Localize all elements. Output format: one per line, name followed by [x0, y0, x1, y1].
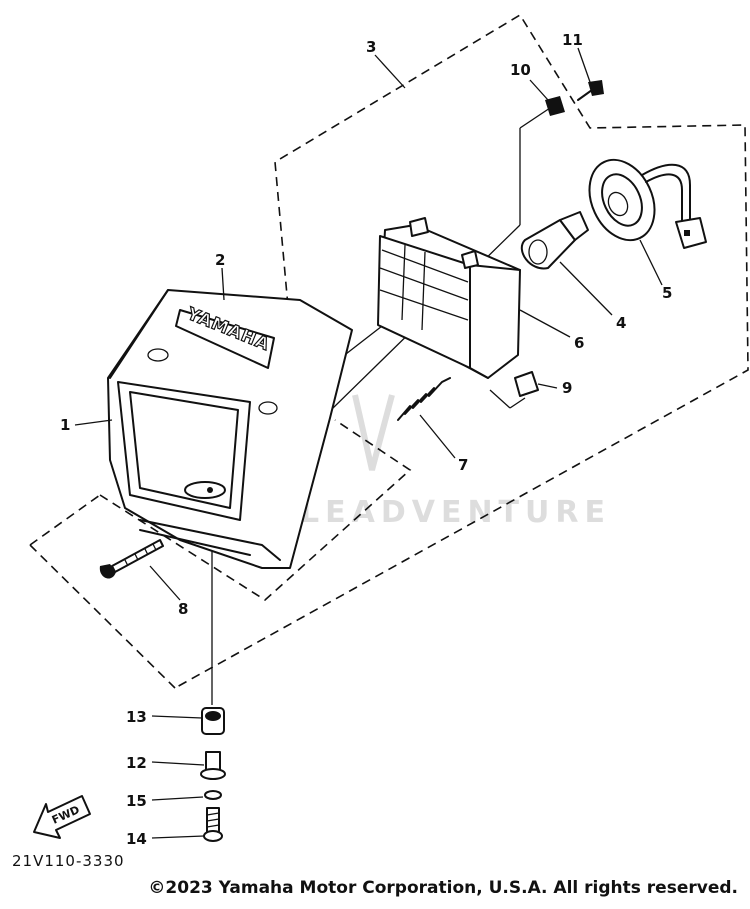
assembly-outline-lower — [29, 494, 101, 546]
bolt-part-8 — [99, 539, 164, 579]
screw-part-11 — [577, 80, 604, 101]
nut-part-10 — [545, 96, 565, 116]
watermark-text: LEADVENTURE — [300, 495, 611, 530]
washer-part-15 — [204, 790, 222, 800]
collar-part-12 — [200, 751, 226, 780]
headlight-group-outline — [99, 419, 412, 602]
callout-10: 10 — [510, 61, 531, 79]
callout-9: 9 — [562, 379, 572, 397]
callout-1: 1 — [60, 416, 70, 434]
assembly-outline-upper — [174, 13, 749, 689]
assembly-outline-left — [29, 544, 176, 689]
callout-11: 11 — [562, 31, 583, 49]
copyright-notice: ©2023 Yamaha Motor Corporation, U.S.A. A… — [148, 878, 738, 898]
adjusting-spring — [397, 377, 451, 421]
diagram-part-code: 21V110-3330 — [12, 852, 125, 870]
callout-6: 6 — [574, 334, 584, 352]
callout-14: 14 — [126, 830, 147, 848]
forward-arrow-icon: FWD — [33, 795, 91, 839]
callout-15: 15 — [126, 792, 147, 810]
bulb-socket — [588, 158, 707, 249]
headlight-cover: YAMAHA — [107, 289, 353, 569]
nut-part-9 — [514, 371, 539, 397]
watermark: LEADVENTURE — [300, 394, 611, 530]
headlight-lens-unit — [377, 217, 521, 379]
callout-5: 5 — [662, 284, 672, 302]
screw-part-14 — [203, 807, 223, 842]
grommet-part-13 — [201, 707, 225, 735]
callout-12: 12 — [126, 754, 147, 772]
callout-13: 13 — [126, 708, 147, 726]
callout-leaders — [74, 47, 663, 839]
callout-7: 7 — [458, 456, 468, 474]
callout-3: 3 — [366, 38, 376, 56]
callout-4: 4 — [616, 314, 626, 332]
callout-2: 2 — [215, 251, 225, 269]
bulb — [520, 211, 589, 270]
callout-8: 8 — [178, 600, 188, 618]
